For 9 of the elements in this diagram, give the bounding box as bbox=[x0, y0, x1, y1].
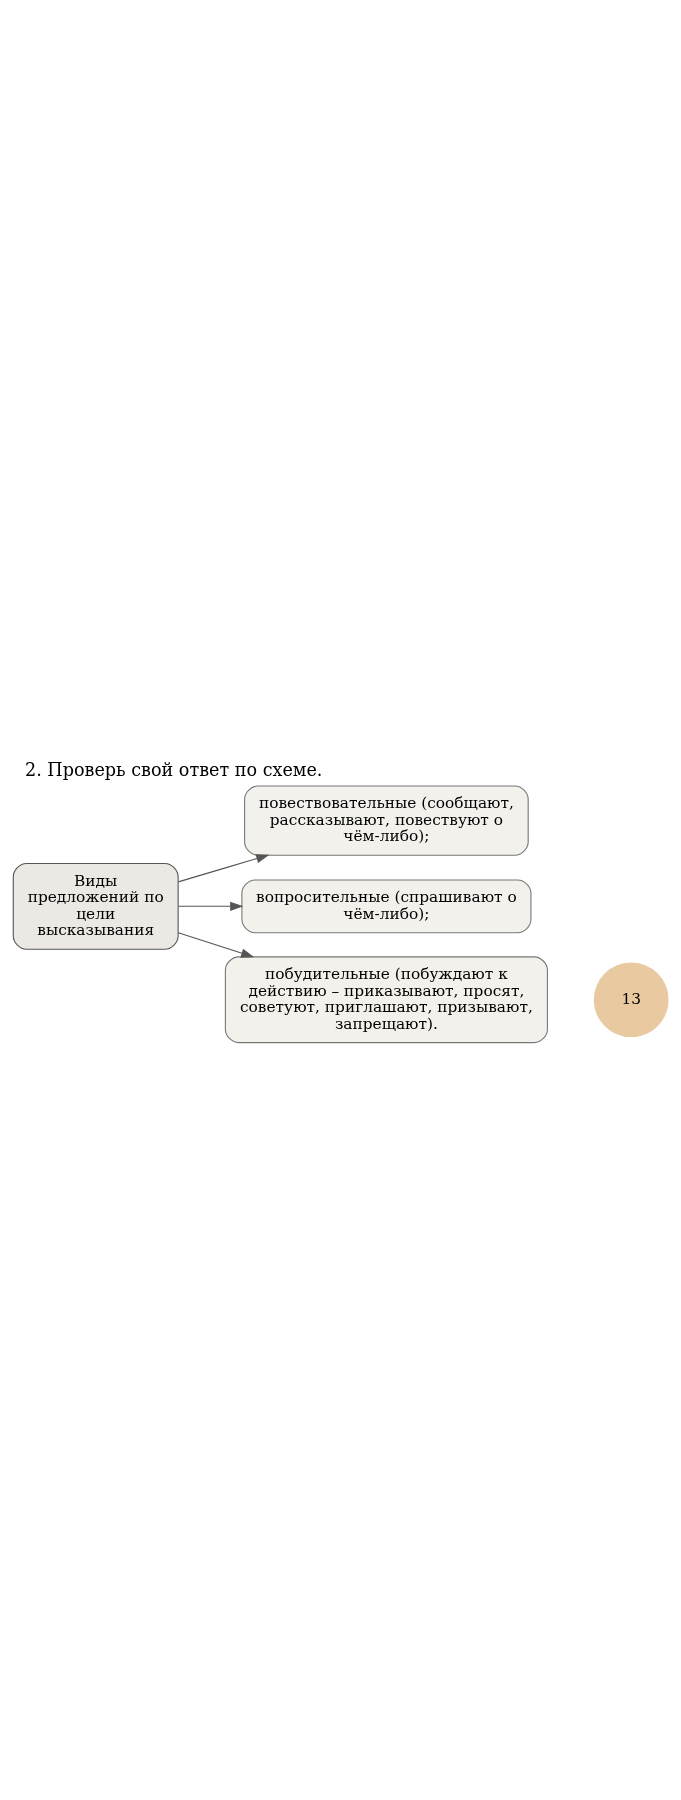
arrow bbox=[177, 901, 244, 911]
arrow bbox=[177, 932, 255, 958]
node-box: вопросительные (спрашивают о чём-либо); bbox=[241, 879, 532, 934]
node-box: Виды предложений по цели высказывания bbox=[12, 862, 179, 950]
node-box: побудительные (побуждают к действию – приказывают, просят, советуют, приглашают, призывают, запрещают). bbox=[224, 956, 548, 1044]
arrow bbox=[177, 854, 270, 883]
node-box: повествовательные (сообщают, рассказывают, повествуют о чём-либо); bbox=[244, 785, 529, 856]
diagram-title: 2. Проверь свой ответ по схеме. bbox=[24, 759, 323, 780]
label: 13 bbox=[621, 989, 641, 1008]
